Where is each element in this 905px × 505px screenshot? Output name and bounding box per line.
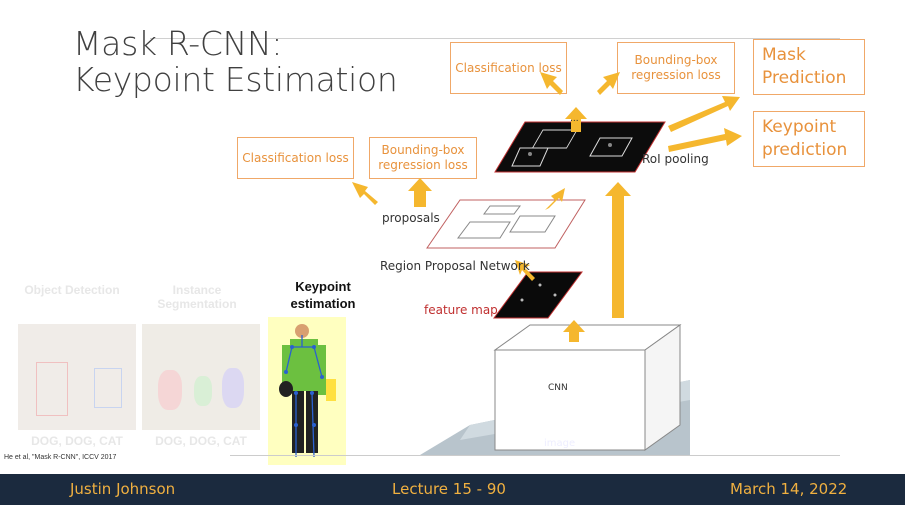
roi-box-2 xyxy=(511,147,549,167)
object-detection-image xyxy=(18,324,136,430)
title-line-1: Mask R-CNN: xyxy=(73,24,283,63)
roi-box-3 xyxy=(589,137,633,157)
footer-lecture: Lecture 15 - 90 xyxy=(392,480,506,498)
instance-segmentation-image xyxy=(142,324,260,430)
architecture-diagram xyxy=(352,72,742,455)
roi-box-1 xyxy=(531,129,578,149)
keypoint-prediction-text: Keypoint prediction xyxy=(762,117,848,160)
bottom-rule xyxy=(230,455,840,456)
classification-loss-mid-text: Classification loss xyxy=(242,150,349,165)
feature-map-label: feature map xyxy=(424,303,498,317)
roi-pooling-label: RoI pooling xyxy=(642,152,709,166)
bbox-loss-top-text: Bounding-box regression loss xyxy=(631,53,721,82)
arrows xyxy=(352,72,742,342)
proposals-plane xyxy=(426,199,586,249)
classification-loss-box-mid: Classification loss xyxy=(237,137,354,179)
classification-loss-top-text: Classification loss xyxy=(455,60,562,75)
cnn-label: CNN xyxy=(548,383,568,393)
footer-date: March 14, 2022 xyxy=(730,480,848,498)
feature-map-plane xyxy=(493,271,583,319)
keypoint-estimation-label: Keypoint estimation xyxy=(290,279,356,311)
title-line-2: Keypoint Estimation xyxy=(73,60,398,99)
keypoint-prediction-box: Keypoint prediction xyxy=(753,111,865,167)
cnn-box-front xyxy=(494,349,646,451)
citation: He et al, "Mask R-CNN", ICCV 2017 xyxy=(4,454,117,461)
keypoint-estimation-image xyxy=(268,317,346,465)
bbox-loss-mid-text: Bounding-box regression loss xyxy=(378,143,468,172)
object-detection-label: Object Detection xyxy=(24,283,120,297)
title-rule xyxy=(150,38,840,39)
person-keypoints-illustration xyxy=(279,324,336,458)
slide-title: Mask R-CNN: Keypoint Estimation xyxy=(73,26,398,98)
slide-footer: Justin Johnson Lecture 15 - 90 March 14,… xyxy=(0,474,905,505)
instance-segmentation-label: Instance Segmentation xyxy=(157,283,237,311)
ellipsis-label: ... xyxy=(570,114,579,124)
rpn-label: Region Proposal Network xyxy=(380,259,530,273)
bbox-loss-box-mid: Bounding-box regression loss xyxy=(369,137,477,179)
bbox-loss-box-top: Bounding-box regression loss xyxy=(617,42,735,94)
proposals-label: proposals xyxy=(382,211,440,225)
mask-prediction-box: Mask Prediction xyxy=(753,39,865,95)
detection-classes-label: DOG, DOG, CAT xyxy=(31,434,123,448)
roi-pooling-plane xyxy=(494,121,666,173)
mask-prediction-text: Mask Prediction xyxy=(762,45,847,88)
image-label: image xyxy=(544,438,576,449)
segmentation-classes-label: DOG, DOG, CAT xyxy=(155,434,247,448)
footer-author: Justin Johnson xyxy=(70,480,176,498)
